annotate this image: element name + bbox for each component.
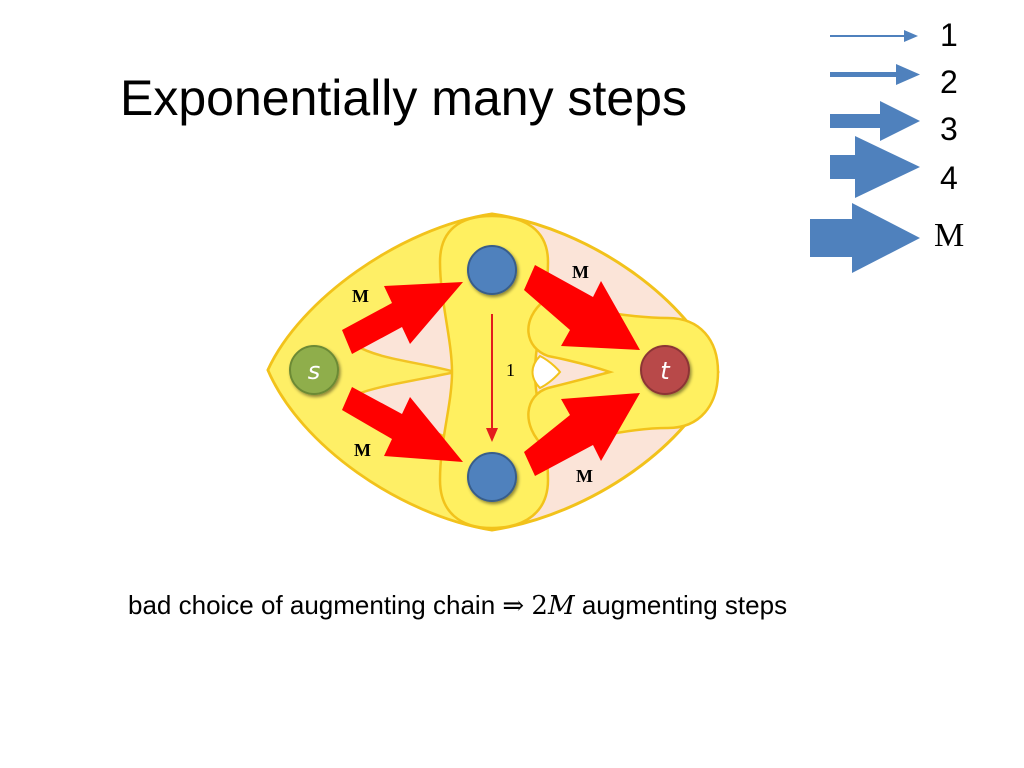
edge-s-top-arrow <box>342 282 463 354</box>
node-bottom <box>467 452 517 502</box>
edge-top-bottom-arrowhead <box>486 428 498 442</box>
node-sink: t <box>640 345 690 395</box>
slide-title: Exponentially many steps <box>120 70 687 126</box>
edge-s-bottom-arrow <box>342 387 463 462</box>
legend-arrow-1 <box>830 30 918 42</box>
legend: 1 2 3 4 M <box>810 17 964 273</box>
edge-label-bottom-t: M <box>576 466 593 486</box>
edge-label-top-t: M <box>572 262 589 282</box>
legend-arrow-2 <box>830 64 920 85</box>
edge-top-bottom <box>486 314 498 442</box>
legend-label-1: 1 <box>940 17 958 53</box>
edge-label-s-top: M <box>352 286 369 306</box>
edge-top-t-arrow <box>524 265 640 350</box>
legend-label-2: 2 <box>940 64 958 100</box>
node-source-label: s <box>308 357 321 385</box>
implies-symbol: ⇒ <box>502 591 525 621</box>
edge-label-s-bottom: M <box>354 440 371 460</box>
slide-caption: bad choice of augmenting chain ⇒ 2M augm… <box>128 588 787 623</box>
legend-arrow-m <box>810 203 920 273</box>
edge-s-top <box>342 282 463 354</box>
legend-label-4: 4 <box>940 160 958 196</box>
edge-bottom-t-arrow <box>524 393 640 476</box>
legend-arrow-3 <box>830 101 920 141</box>
node-sink-label: t <box>660 357 671 385</box>
cut-region-right-hole <box>531 354 562 390</box>
legend-label-m: M <box>934 217 964 254</box>
caption-variable: M <box>547 591 575 621</box>
caption-text-after: augmenting steps <box>581 590 788 620</box>
node-source: s <box>289 345 339 395</box>
node-top <box>467 245 517 295</box>
edge-label-top-bottom: 1 <box>506 360 515 380</box>
legend-arrow-4 <box>830 136 920 198</box>
edge-s-bottom <box>342 387 463 462</box>
edge-bottom-t <box>524 393 640 476</box>
edge-top-t <box>524 265 640 350</box>
legend-label-3: 3 <box>940 111 958 147</box>
caption-count: 2 <box>531 591 548 621</box>
caption-text-before: bad choice of augmenting chain <box>128 590 496 620</box>
